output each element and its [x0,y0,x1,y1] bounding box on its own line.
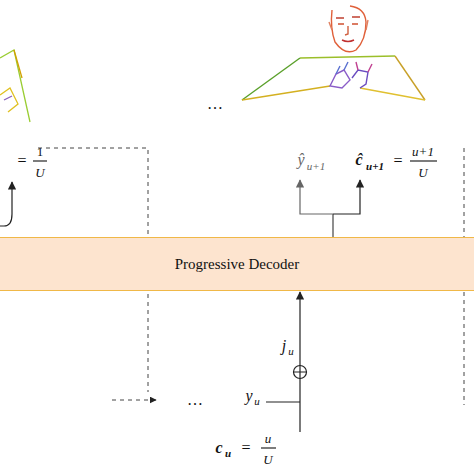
subscript: u+1 [307,161,325,172]
input-symbol: c [215,440,222,456]
fraction-bar [410,160,437,161]
output-arrow [300,180,333,214]
output-symbol: ĉ [355,152,362,168]
dashed-arrow [112,400,156,401]
ellipsis: … [207,96,223,112]
output-symbol: ŷ [297,152,304,168]
fraction-bar [261,447,276,448]
input-arrow [299,292,300,432]
equals-sign: = [241,440,250,456]
subscript: u [254,396,260,407]
fraction-bar [33,160,47,161]
fraction-numerator: u [265,432,272,445]
ellipsis: … [187,392,203,408]
fraction-numerator: u+1 [412,145,434,158]
decoder-band: Progressive Decoder [0,237,474,291]
fraction-denominator: U [418,166,427,179]
fraction-denominator: U [263,453,272,466]
add-symbol [294,366,307,379]
output-arrow [333,180,360,214]
fork-stem [332,214,333,237]
subscript: u [288,346,294,357]
output-arrow [0,182,12,226]
subscript: u [225,448,231,459]
fraction-numerator: 1 [37,145,44,158]
fraction-denominator: U [35,166,44,179]
equals-sign: = [393,153,402,169]
input-line [266,401,300,402]
input-symbol: y [245,388,252,404]
input-symbol: j [282,338,286,354]
pose-skeleton-left [0,50,30,122]
subscript: u+1 [366,161,384,172]
pose-skeleton-right [242,6,425,100]
equals-sign: = [17,153,26,169]
band-label: Progressive Decoder [175,256,300,273]
